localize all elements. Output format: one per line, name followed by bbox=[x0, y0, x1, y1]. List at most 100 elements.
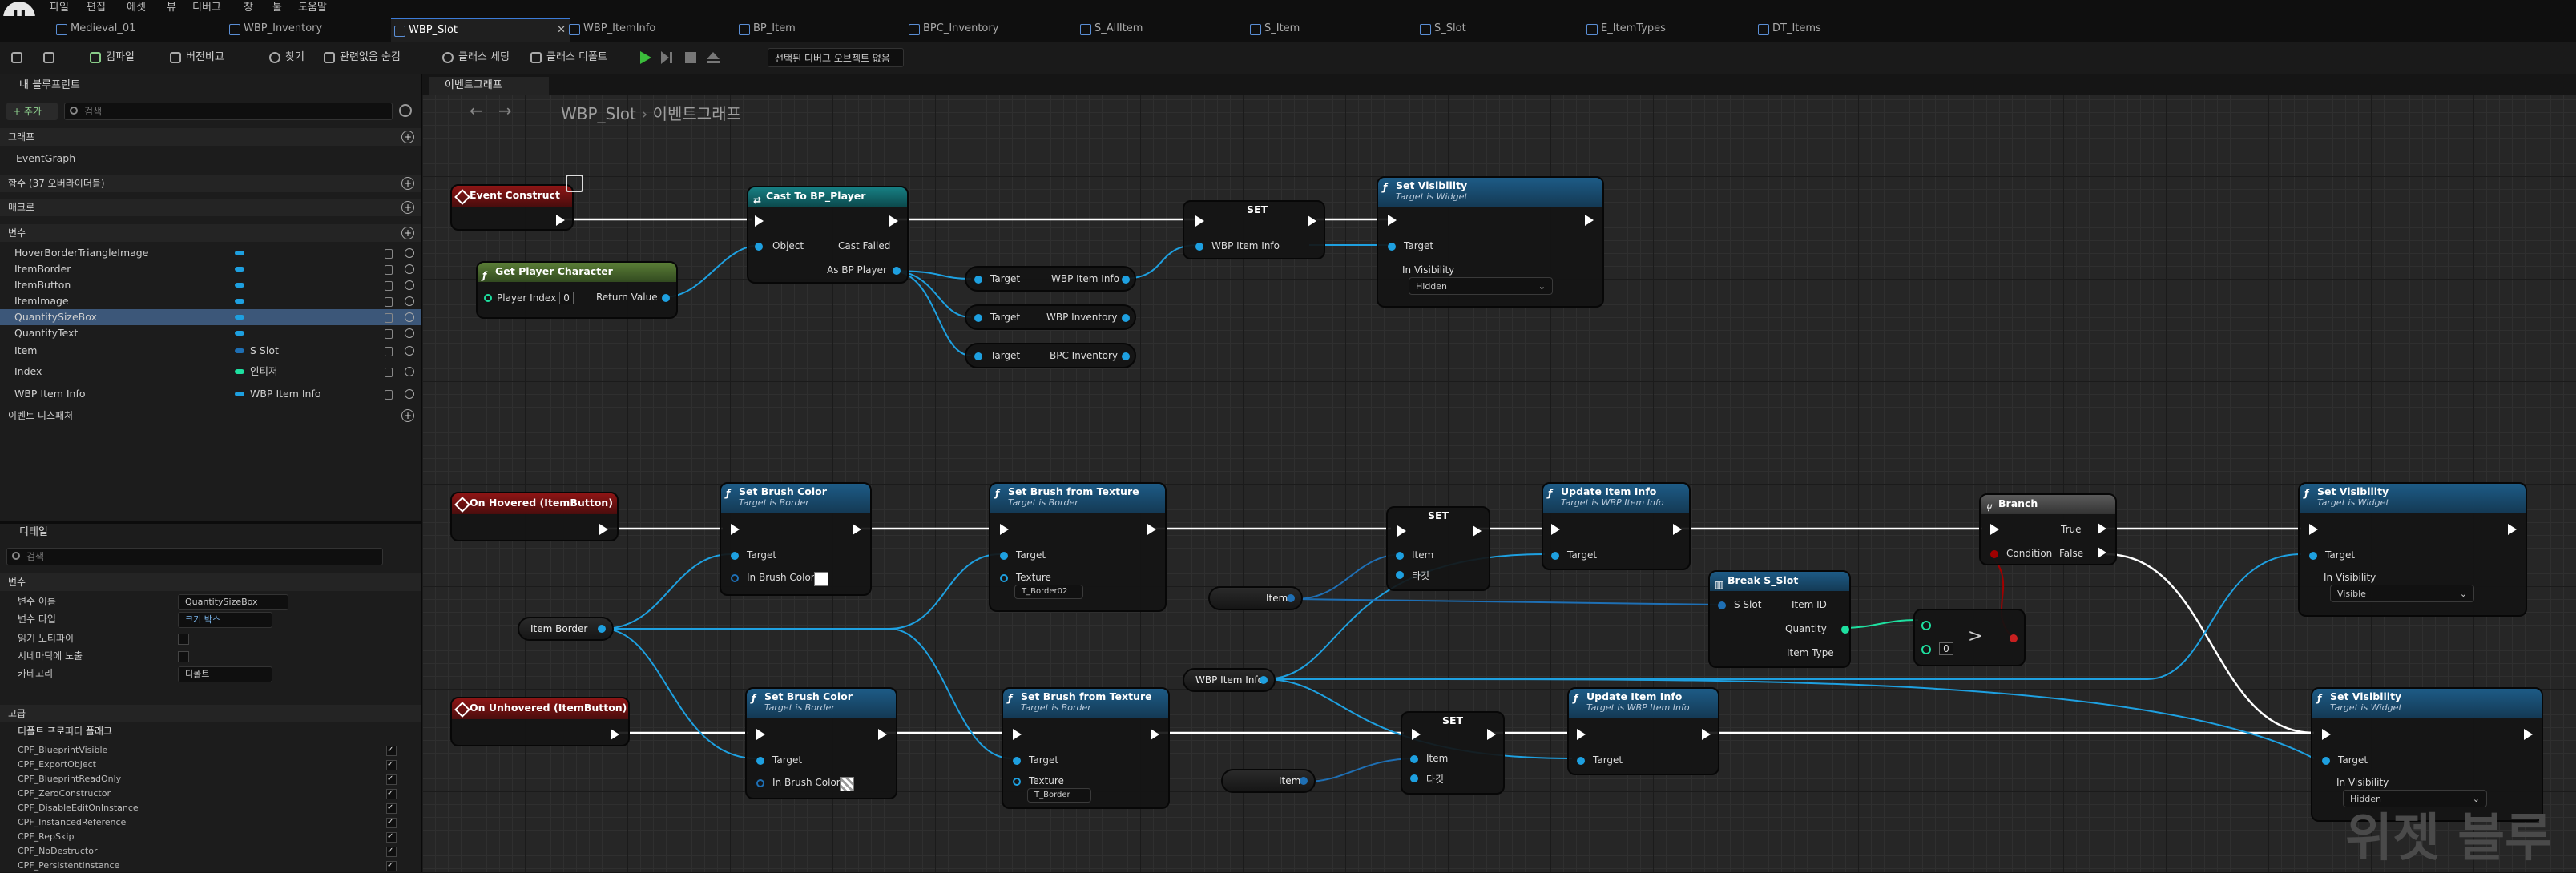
flag-checkbox[interactable] bbox=[386, 844, 397, 859]
output-pin[interactable] bbox=[598, 625, 606, 633]
step-icon[interactable] bbox=[659, 50, 675, 66]
menu-file[interactable]: 파일 bbox=[50, 2, 69, 14]
flag-checkbox[interactable] bbox=[386, 815, 397, 830]
section-dispatchers[interactable]: 이벤트 디스패처+ bbox=[0, 407, 421, 424]
target-pin[interactable]: Target bbox=[973, 350, 1020, 361]
section-functions[interactable]: 함수 (37 오버라이더블)+ bbox=[0, 175, 421, 192]
eye-icon[interactable] bbox=[405, 367, 414, 376]
get-wbp-item-info-node[interactable]: Target WBP Item Info bbox=[965, 266, 1136, 292]
details-tab[interactable]: 디테일 bbox=[19, 526, 48, 538]
target-pin[interactable]: Target bbox=[973, 273, 1020, 284]
output-pin[interactable] bbox=[1287, 594, 1295, 602]
exec-out-pin[interactable] bbox=[556, 215, 565, 226]
exec-out-pin[interactable] bbox=[2524, 729, 2533, 740]
exec-out-pin[interactable] bbox=[1308, 215, 1316, 227]
exec-out-pin[interactable] bbox=[878, 729, 887, 740]
my-blueprint-tab[interactable]: 내 블루프린트 bbox=[19, 79, 80, 91]
break-s-slot-node[interactable]: ▥Break S_Slot S Slot Item ID Quantity It… bbox=[1708, 570, 1851, 668]
details-section-advanced[interactable]: 고급 bbox=[0, 705, 421, 722]
eye-icon[interactable] bbox=[405, 389, 414, 399]
exec-out-pin[interactable] bbox=[2508, 524, 2517, 535]
flag-checkbox[interactable] bbox=[386, 787, 397, 801]
eye-icon[interactable] bbox=[405, 296, 414, 306]
set-item-node[interactable]: SET Item 타깃 bbox=[1401, 711, 1505, 795]
bpc-inventory-out-pin[interactable]: BPC Inventory bbox=[1050, 350, 1130, 361]
wbp-inventory-out-pin[interactable]: WBP Inventory bbox=[1046, 312, 1130, 323]
section-graphs[interactable]: 그래프+ bbox=[0, 128, 421, 146]
event-construct-node[interactable]: Event Construct bbox=[450, 184, 574, 231]
exec-out-pin[interactable] bbox=[599, 524, 608, 535]
set-wbp-item-info-node[interactable]: SET WBP Item Info bbox=[1183, 200, 1325, 259]
texture-asset-select[interactable]: T_Border02 bbox=[1014, 585, 1083, 599]
cinematic-checkbox[interactable] bbox=[178, 651, 189, 662]
item-type-pin[interactable]: Item Type bbox=[1787, 647, 1834, 658]
menu-edit[interactable]: 편집 bbox=[87, 2, 106, 14]
item-pin[interactable]: Item bbox=[1410, 753, 1448, 764]
flag-checkbox[interactable] bbox=[386, 758, 397, 772]
cast-to-bp-player-node[interactable]: ⇄Cast To BP_Player Object Cast Failed As… bbox=[747, 186, 909, 284]
eye-icon[interactable] bbox=[405, 346, 414, 356]
tab-dt-items[interactable]: DT_Items bbox=[1755, 18, 1925, 40]
flag-checkbox[interactable] bbox=[386, 859, 397, 873]
section-macros[interactable]: 매크로+ bbox=[0, 199, 421, 216]
color-swatch[interactable] bbox=[840, 777, 854, 791]
exec-in-pin[interactable] bbox=[1551, 524, 1560, 535]
close-icon[interactable]: ✕ bbox=[557, 24, 566, 36]
exec-in-pin[interactable] bbox=[731, 524, 740, 535]
visibility-dropdown[interactable]: Visible⌄ bbox=[2330, 585, 2474, 602]
brush-color-pin[interactable]: In Brush Color bbox=[731, 572, 815, 583]
item-id-pin[interactable]: Item ID bbox=[1792, 599, 1827, 610]
item-border-variable-node[interactable]: Item Border bbox=[518, 617, 614, 641]
back-arrow-icon[interactable]: ← bbox=[470, 101, 483, 120]
exec-out-pin[interactable] bbox=[1151, 729, 1159, 740]
flag-checkbox[interactable] bbox=[386, 743, 397, 758]
exec-out-pin[interactable] bbox=[1487, 729, 1496, 740]
set-item-node[interactable]: SET Item 타깃 bbox=[1386, 506, 1490, 591]
texture-asset-select[interactable]: T_Border bbox=[1027, 788, 1091, 803]
eye-icon[interactable] bbox=[405, 248, 414, 258]
target-pin[interactable]: 타깃 bbox=[1396, 569, 1429, 582]
tab-wbp-slot[interactable]: WBP_Slot✕ bbox=[391, 18, 570, 42]
eye-icon[interactable] bbox=[405, 280, 414, 290]
compile-button[interactable]: 컴파일 bbox=[88, 48, 135, 67]
color-swatch[interactable] bbox=[814, 572, 828, 586]
exec-in-pin[interactable] bbox=[2322, 729, 2331, 740]
texture-pin[interactable]: Texture bbox=[1013, 775, 1064, 787]
play-icon[interactable] bbox=[638, 50, 654, 66]
variable-row-selected[interactable]: QuantitySizeBox bbox=[0, 309, 421, 325]
false-pin[interactable]: False bbox=[2059, 547, 2106, 559]
item-variable-node[interactable]: Item bbox=[1221, 769, 1316, 793]
section-variables[interactable]: 변수+ bbox=[0, 224, 421, 242]
on-unhovered-event-node[interactable]: On Unhovered (ItemButton) bbox=[450, 697, 630, 746]
output-pin[interactable] bbox=[1300, 777, 1308, 785]
variable-row[interactable]: ItemButton bbox=[0, 277, 421, 293]
output-pin[interactable] bbox=[1260, 676, 1268, 684]
variable-row[interactable]: ItemImage bbox=[0, 293, 421, 309]
exec-out-pin[interactable] bbox=[1673, 524, 1682, 535]
exec-in-pin[interactable] bbox=[1412, 729, 1421, 740]
debug-object-select[interactable]: 선택된 디버그 오브젝트 없음 bbox=[768, 48, 904, 67]
player-index-pin[interactable]: Player Index 0 bbox=[482, 292, 574, 304]
tab-bp-item[interactable]: BP_Item bbox=[736, 18, 897, 40]
exec-in-pin[interactable] bbox=[2309, 524, 2318, 535]
save-icon[interactable] bbox=[10, 48, 24, 67]
target-pin[interactable]: Target bbox=[2309, 549, 2355, 561]
variable-row[interactable]: ItemBorder bbox=[0, 261, 421, 277]
target-pin[interactable]: Target bbox=[1551, 549, 1597, 561]
diff-button[interactable]: 버전비교 bbox=[168, 48, 224, 67]
return-value-pin[interactable]: Return Value bbox=[596, 292, 670, 303]
stop-icon[interactable] bbox=[683, 50, 699, 66]
visibility-dropdown[interactable]: Hidden⌄ bbox=[2343, 790, 2487, 807]
exec-out-pin[interactable] bbox=[1473, 525, 1482, 537]
add-icon[interactable]: + bbox=[401, 177, 414, 190]
target-pin[interactable]: Target bbox=[973, 312, 1020, 323]
